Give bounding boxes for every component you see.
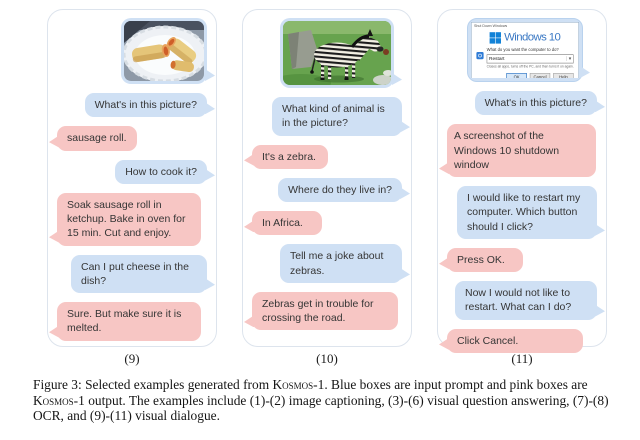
chevron-down-icon: ▾ — [566, 56, 571, 61]
panel-label-11: (11) — [511, 351, 533, 366]
chat-text: What kind of animal is in the picture? — [282, 103, 385, 130]
chat-bubble-output: Press OK. — [447, 247, 523, 273]
help-button: Help — [553, 72, 574, 78]
caption-model-name: Kosmos-1 — [272, 377, 325, 392]
cancel-button: Cancel — [529, 72, 551, 78]
chat-bubble-input: How to cook it? — [115, 159, 207, 184]
chat-bubble-input: What's in this picture? — [474, 91, 597, 116]
windows-brand-text: Windows 10 — [504, 31, 561, 44]
sausage-roll-photo — [124, 21, 204, 81]
example-panel-11: Shut Down Windows Windows 10 What do you… — [437, 9, 607, 353]
panel-label-10: (10) — [316, 351, 338, 366]
shutdown-option-select: Restart ▾ — [486, 54, 574, 64]
chat-bubble-output: In Africa. — [252, 211, 322, 236]
photo-bubble — [280, 18, 394, 88]
chat-text: Tell me a joke about zebras. — [290, 250, 384, 277]
selected-option: Restart — [489, 55, 505, 61]
chat-bubble-input: Where do they live in? — [278, 177, 402, 203]
chat-bubble-input: Can I put cheese in the dish? — [71, 254, 207, 294]
panel-label-9: (9) — [124, 351, 140, 366]
ok-button: OK — [506, 72, 527, 78]
chat-text: Zebras get in trouble for crossing the r… — [262, 297, 374, 325]
example-panel-9: What's in this picture? sausage roll. Ho… — [47, 9, 217, 347]
photo-bubble: Shut Down Windows Windows 10 What do you… — [467, 18, 583, 82]
chat-bubble-output: Click Cancel. — [447, 328, 583, 353]
chat-text: What's in this picture? — [94, 99, 197, 111]
windows-logo-icon — [489, 31, 502, 44]
chat-text: Now I would not like to restart. What ca… — [465, 287, 572, 314]
chat-text: What's in this picture? — [484, 97, 587, 109]
chat-text: I would like to restart my computer. Whi… — [467, 192, 581, 233]
windows-dialog-title: Shut Down Windows — [474, 24, 508, 28]
windows-shutdown-screenshot: Shut Down Windows Windows 10 What do you… — [471, 22, 579, 78]
windows-dialog: Shut Down Windows Windows 10 What do you… — [471, 22, 579, 78]
chat-bubble-output: sausage roll. — [57, 126, 137, 151]
chat-bubble-input: Now I would not like to restart. What ca… — [455, 281, 597, 320]
shutdown-description: Closes all apps, turns off the PC, and t… — [486, 64, 574, 69]
chat-text: Click Cancel. — [457, 334, 519, 347]
chat-bubble-input: Tell me a joke about zebras. — [280, 244, 402, 283]
chat-text: sausage roll. — [67, 132, 127, 145]
chat-bubble-output: A screenshot of the Windows 10 shutdown … — [447, 124, 596, 178]
shutdown-prompt: What do you want the computer to do? — [486, 47, 559, 52]
chat-text: In Africa. — [262, 217, 303, 230]
chat-bubble-input: What's in this picture? — [84, 93, 207, 118]
chat-bubble-output: Soak sausage roll in ketchup. Bake in ov… — [57, 192, 201, 246]
chat-text: How to cook it? — [125, 165, 197, 178]
caption-model-name: Kosmos-1 — [33, 392, 85, 408]
chat-bubble-output: Sure. But make sure it is melted. — [57, 302, 201, 341]
example-panel-10: What kind of animal is in the picture? I… — [242, 9, 412, 347]
windows-brand: Windows 10 — [472, 30, 579, 45]
zebra-photo — [283, 21, 391, 85]
chat-text: Where do they live in? — [288, 183, 392, 196]
chat-text: A screenshot of the Windows 10 shutdown … — [454, 130, 560, 171]
chat-text: Sure. But make sure it is melted. — [67, 308, 182, 335]
caption-text: . Blue boxes are input prompt and pink b… — [324, 377, 588, 392]
caption-text: output. The examples include (1)-(2) ima… — [33, 392, 609, 424]
caption-text: Figure 3: Selected examples generated fr… — [33, 377, 273, 392]
chat-bubble-input: What kind of animal is in the picture? — [272, 97, 402, 136]
chat-text: It's a zebra. — [262, 150, 316, 163]
chat-bubble-output: It's a zebra. — [252, 144, 328, 169]
chat-text: Can I put cheese in the dish? — [81, 260, 189, 287]
chat-bubble-input: I would like to restart my computer. Whi… — [457, 186, 597, 239]
shutdown-icon — [476, 51, 484, 60]
chat-text: Soak sausage roll in ketchup. Bake in ov… — [67, 198, 186, 240]
photo-bubble — [121, 18, 207, 84]
figure-caption: Figure 3: Selected examples generated fr… — [33, 377, 613, 424]
chat-text: Press OK. — [457, 253, 505, 266]
chat-bubble-output: Zebras get in trouble for crossing the r… — [252, 291, 398, 331]
